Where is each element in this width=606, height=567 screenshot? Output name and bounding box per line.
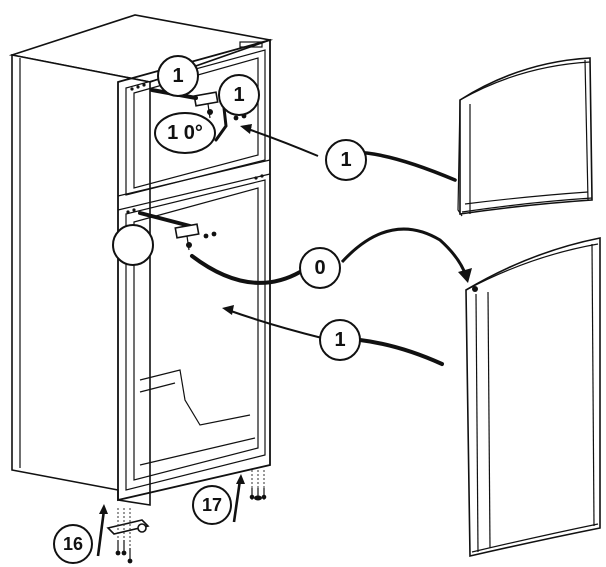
- foot-screws: [249, 470, 267, 501]
- callout-freezer-door-label: 1: [340, 149, 351, 171]
- step-16-arrow: [96, 504, 108, 557]
- freezer-door: [457, 57, 593, 217]
- middle-hinge: [138, 211, 217, 251]
- callout-angle: 1 0°: [154, 112, 216, 154]
- bottom-hinge: [106, 508, 150, 564]
- callout-empty: [112, 224, 154, 266]
- step-17-arrow: [232, 474, 245, 523]
- callout-reverse-label: 0: [314, 257, 325, 279]
- callout-reverse: 0: [299, 247, 341, 289]
- step-17-label: 17: [202, 495, 222, 515]
- callout-top-right: 1: [218, 74, 260, 116]
- refrigerator-cabinet: [8, 14, 274, 506]
- step-16-callout: 16: [53, 524, 93, 564]
- callout-freezer-door: 1: [325, 139, 367, 181]
- callout-main-door-label: 1: [334, 329, 345, 351]
- step-16-label: 16: [63, 534, 83, 554]
- step-17-callout: 17: [192, 485, 232, 525]
- callout-top-right-label: 1: [233, 84, 244, 106]
- arrow-main-door: [222, 305, 444, 366]
- callout-main-door: 1: [319, 319, 361, 361]
- fridge-door: [465, 237, 601, 558]
- callout-angle-label: 1 0°: [167, 122, 203, 144]
- callout-top-left: 1: [157, 55, 199, 97]
- arrow-reverse-door: [190, 227, 472, 285]
- callout-top-left-label: 1: [172, 65, 183, 87]
